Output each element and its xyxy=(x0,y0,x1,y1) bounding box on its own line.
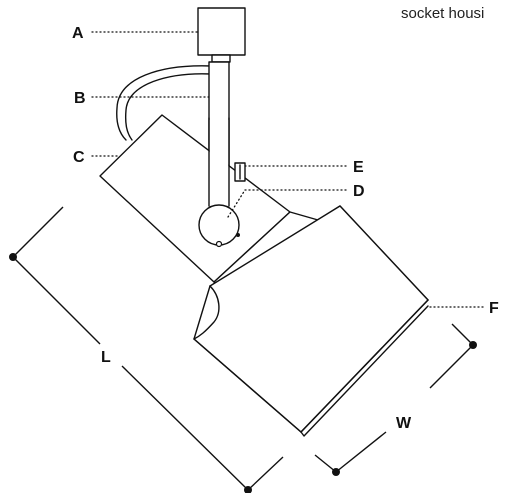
fixture-drawing xyxy=(99,7,429,437)
dim-w-extension-bottom xyxy=(314,454,337,473)
power-cord-inner xyxy=(124,73,213,141)
label-b: B xyxy=(74,90,86,107)
dim-l-end-dot xyxy=(244,486,252,493)
dim-l-line-lower xyxy=(121,365,249,491)
label-a: A xyxy=(72,25,84,42)
dim-w-line-upper xyxy=(429,344,474,389)
adapter-collar xyxy=(211,54,231,63)
dim-l-line-upper xyxy=(12,256,101,345)
lamp-head-left-curve xyxy=(193,285,220,340)
dimension-w xyxy=(314,323,477,476)
pivot-joint xyxy=(198,204,240,246)
part-labels: A B C D E F L W xyxy=(72,25,499,432)
label-d: D xyxy=(353,183,365,200)
power-cord-outer xyxy=(116,65,213,141)
label-f: F xyxy=(489,300,499,317)
dim-l-extension-bottom xyxy=(247,456,284,491)
dim-w-line-lower xyxy=(335,431,387,473)
label-w: W xyxy=(396,415,412,432)
socket-housing-callout: socket housi xyxy=(401,5,484,22)
dim-w-end-dot xyxy=(469,341,477,349)
dim-w-end-dot xyxy=(332,468,340,476)
label-e: E xyxy=(353,159,364,176)
dim-l-extension-top xyxy=(12,206,64,258)
leader-lines xyxy=(91,31,485,308)
lamp-head-rim xyxy=(300,305,429,437)
label-l: L xyxy=(101,349,111,366)
track-adapter xyxy=(197,7,246,56)
dim-w-extension-top xyxy=(451,323,474,346)
dim-l-end-dot xyxy=(9,253,17,261)
dimension-l xyxy=(9,206,284,493)
leader-d-diag xyxy=(227,189,246,218)
label-c: C xyxy=(73,149,85,166)
